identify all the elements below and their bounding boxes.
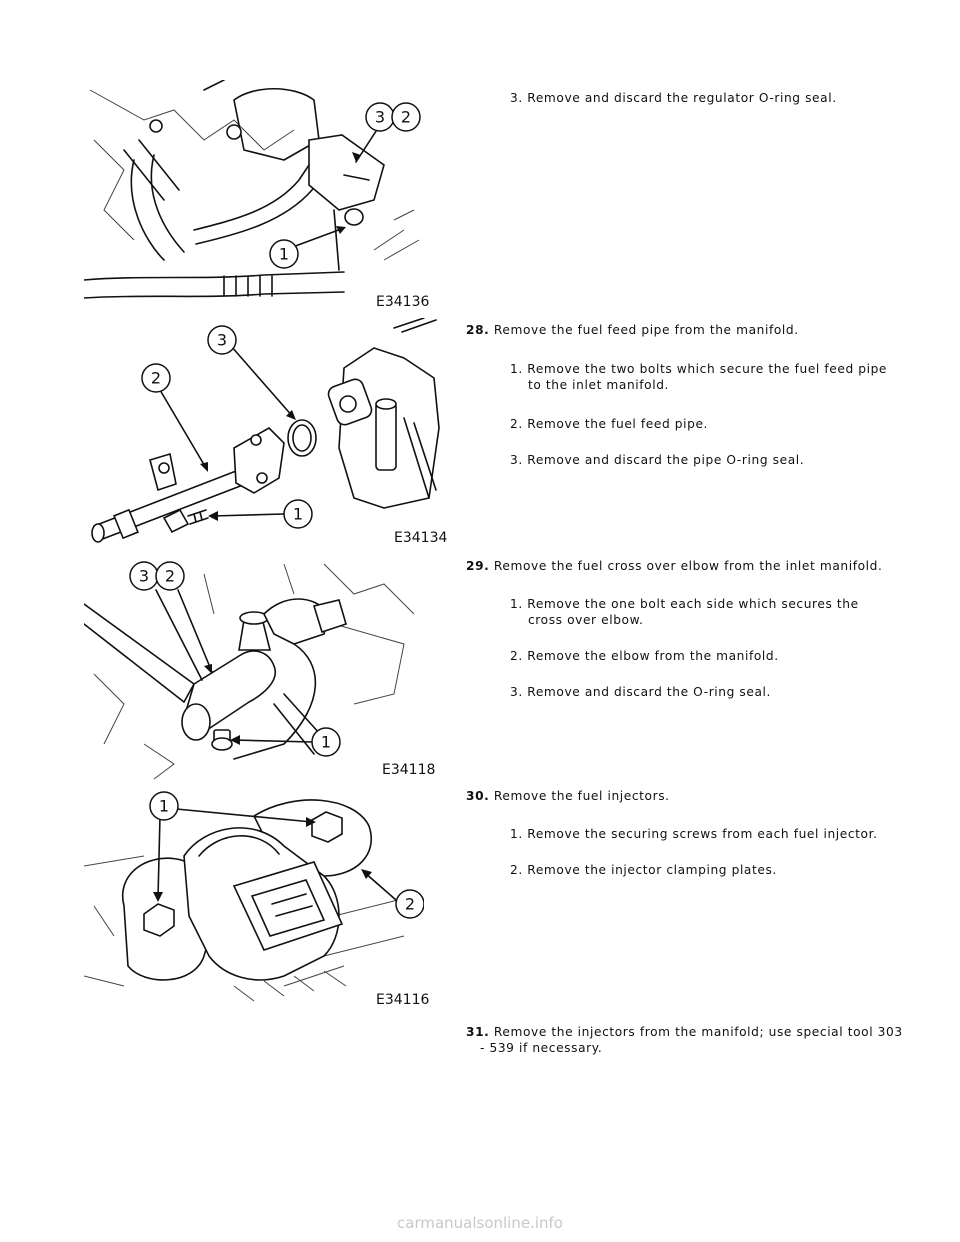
figure-code: E34118 bbox=[382, 762, 436, 778]
figure-e34134-drawing: 3 2 1 bbox=[91, 318, 440, 543]
svg-text:3: 3 bbox=[217, 331, 227, 350]
svg-text:1: 1 bbox=[321, 733, 331, 752]
callout-2: 2 bbox=[395, 889, 424, 919]
step-number: 29. bbox=[466, 559, 490, 573]
substep: 3. Remove and discard the pipe O-ring se… bbox=[510, 453, 805, 467]
substep: 3. Remove and discard the O-ring seal. bbox=[510, 685, 771, 699]
svg-text:1: 1 bbox=[279, 245, 289, 264]
figure-e34116-drawing: 1 2 bbox=[84, 791, 424, 1002]
figure-e34134: 3 2 1 E34134 bbox=[84, 318, 448, 550]
svg-text:1: 1 bbox=[159, 797, 169, 816]
step-text: Remove the fuel cross over elbow from th… bbox=[493, 559, 883, 573]
svg-text:2: 2 bbox=[401, 108, 411, 127]
figure-e34136: 3 2 1 E34136 bbox=[84, 80, 429, 312]
callout-1: 1 bbox=[149, 791, 179, 821]
callout-1: 1 bbox=[269, 239, 299, 269]
substep: to the inlet manifold. bbox=[528, 378, 670, 392]
figure-code: E34134 bbox=[394, 530, 448, 546]
step-text: Remove the injectors from the manifold; … bbox=[493, 1025, 903, 1039]
step-29: 29. Remove the fuel cross over elbow fro… bbox=[466, 558, 882, 574]
substep: 3. Remove and discard the regulator O-ri… bbox=[510, 91, 837, 105]
step-number: 28. bbox=[466, 323, 490, 337]
step-text: Remove the fuel injectors. bbox=[493, 789, 670, 803]
step-28: 28. Remove the fuel feed pipe from the m… bbox=[466, 322, 799, 338]
step-30: 30. Remove the fuel injectors. bbox=[466, 788, 670, 804]
callout-2: 2 bbox=[155, 561, 185, 591]
svg-text:1: 1 bbox=[293, 505, 303, 524]
callout-2: 2 bbox=[141, 363, 171, 393]
substep: 2. Remove the injector clamping plates. bbox=[510, 863, 777, 877]
figure-code: E34136 bbox=[376, 294, 430, 310]
substep: 2. Remove the fuel feed pipe. bbox=[510, 417, 709, 431]
figure-e34118-drawing: 3 2 1 bbox=[84, 561, 415, 780]
callout-3: 3 bbox=[365, 102, 395, 132]
svg-text:2: 2 bbox=[151, 369, 161, 388]
svg-text:2: 2 bbox=[165, 567, 175, 586]
svg-text:2: 2 bbox=[405, 895, 415, 914]
watermark: carmanualsonline.info bbox=[397, 1214, 563, 1232]
substep: 2. Remove the elbow from the manifold. bbox=[510, 649, 779, 663]
step-text: Remove the fuel feed pipe from the manif… bbox=[493, 323, 799, 337]
callout-1: 1 bbox=[283, 499, 313, 529]
callout-3: 3 bbox=[129, 561, 159, 591]
substep: - 539 if necessary. bbox=[480, 1041, 603, 1055]
callout-3: 3 bbox=[207, 325, 237, 355]
figure-e34136-drawing: 3 2 1 bbox=[84, 80, 421, 299]
figure-e34116: 1 2 E34116 bbox=[84, 786, 429, 1018]
substep: cross over elbow. bbox=[528, 613, 644, 627]
substep: 1. Remove the one bolt each side which s… bbox=[510, 597, 859, 611]
figure-e34118: 3 2 1 E34118 bbox=[84, 554, 436, 784]
callout-1: 1 bbox=[311, 727, 341, 757]
callout-2: 2 bbox=[391, 102, 421, 132]
svg-text:3: 3 bbox=[375, 108, 385, 127]
figure-code: E34116 bbox=[376, 992, 430, 1008]
step-number: 30. bbox=[466, 789, 490, 803]
substep: 1. Remove the securing screws from each … bbox=[510, 827, 878, 841]
step-31: 31. Remove the injectors from the manifo… bbox=[466, 1024, 903, 1040]
svg-text:3: 3 bbox=[139, 567, 149, 586]
step-number: 31. bbox=[466, 1025, 490, 1039]
substep: 1. Remove the two bolts which secure the… bbox=[510, 362, 888, 376]
